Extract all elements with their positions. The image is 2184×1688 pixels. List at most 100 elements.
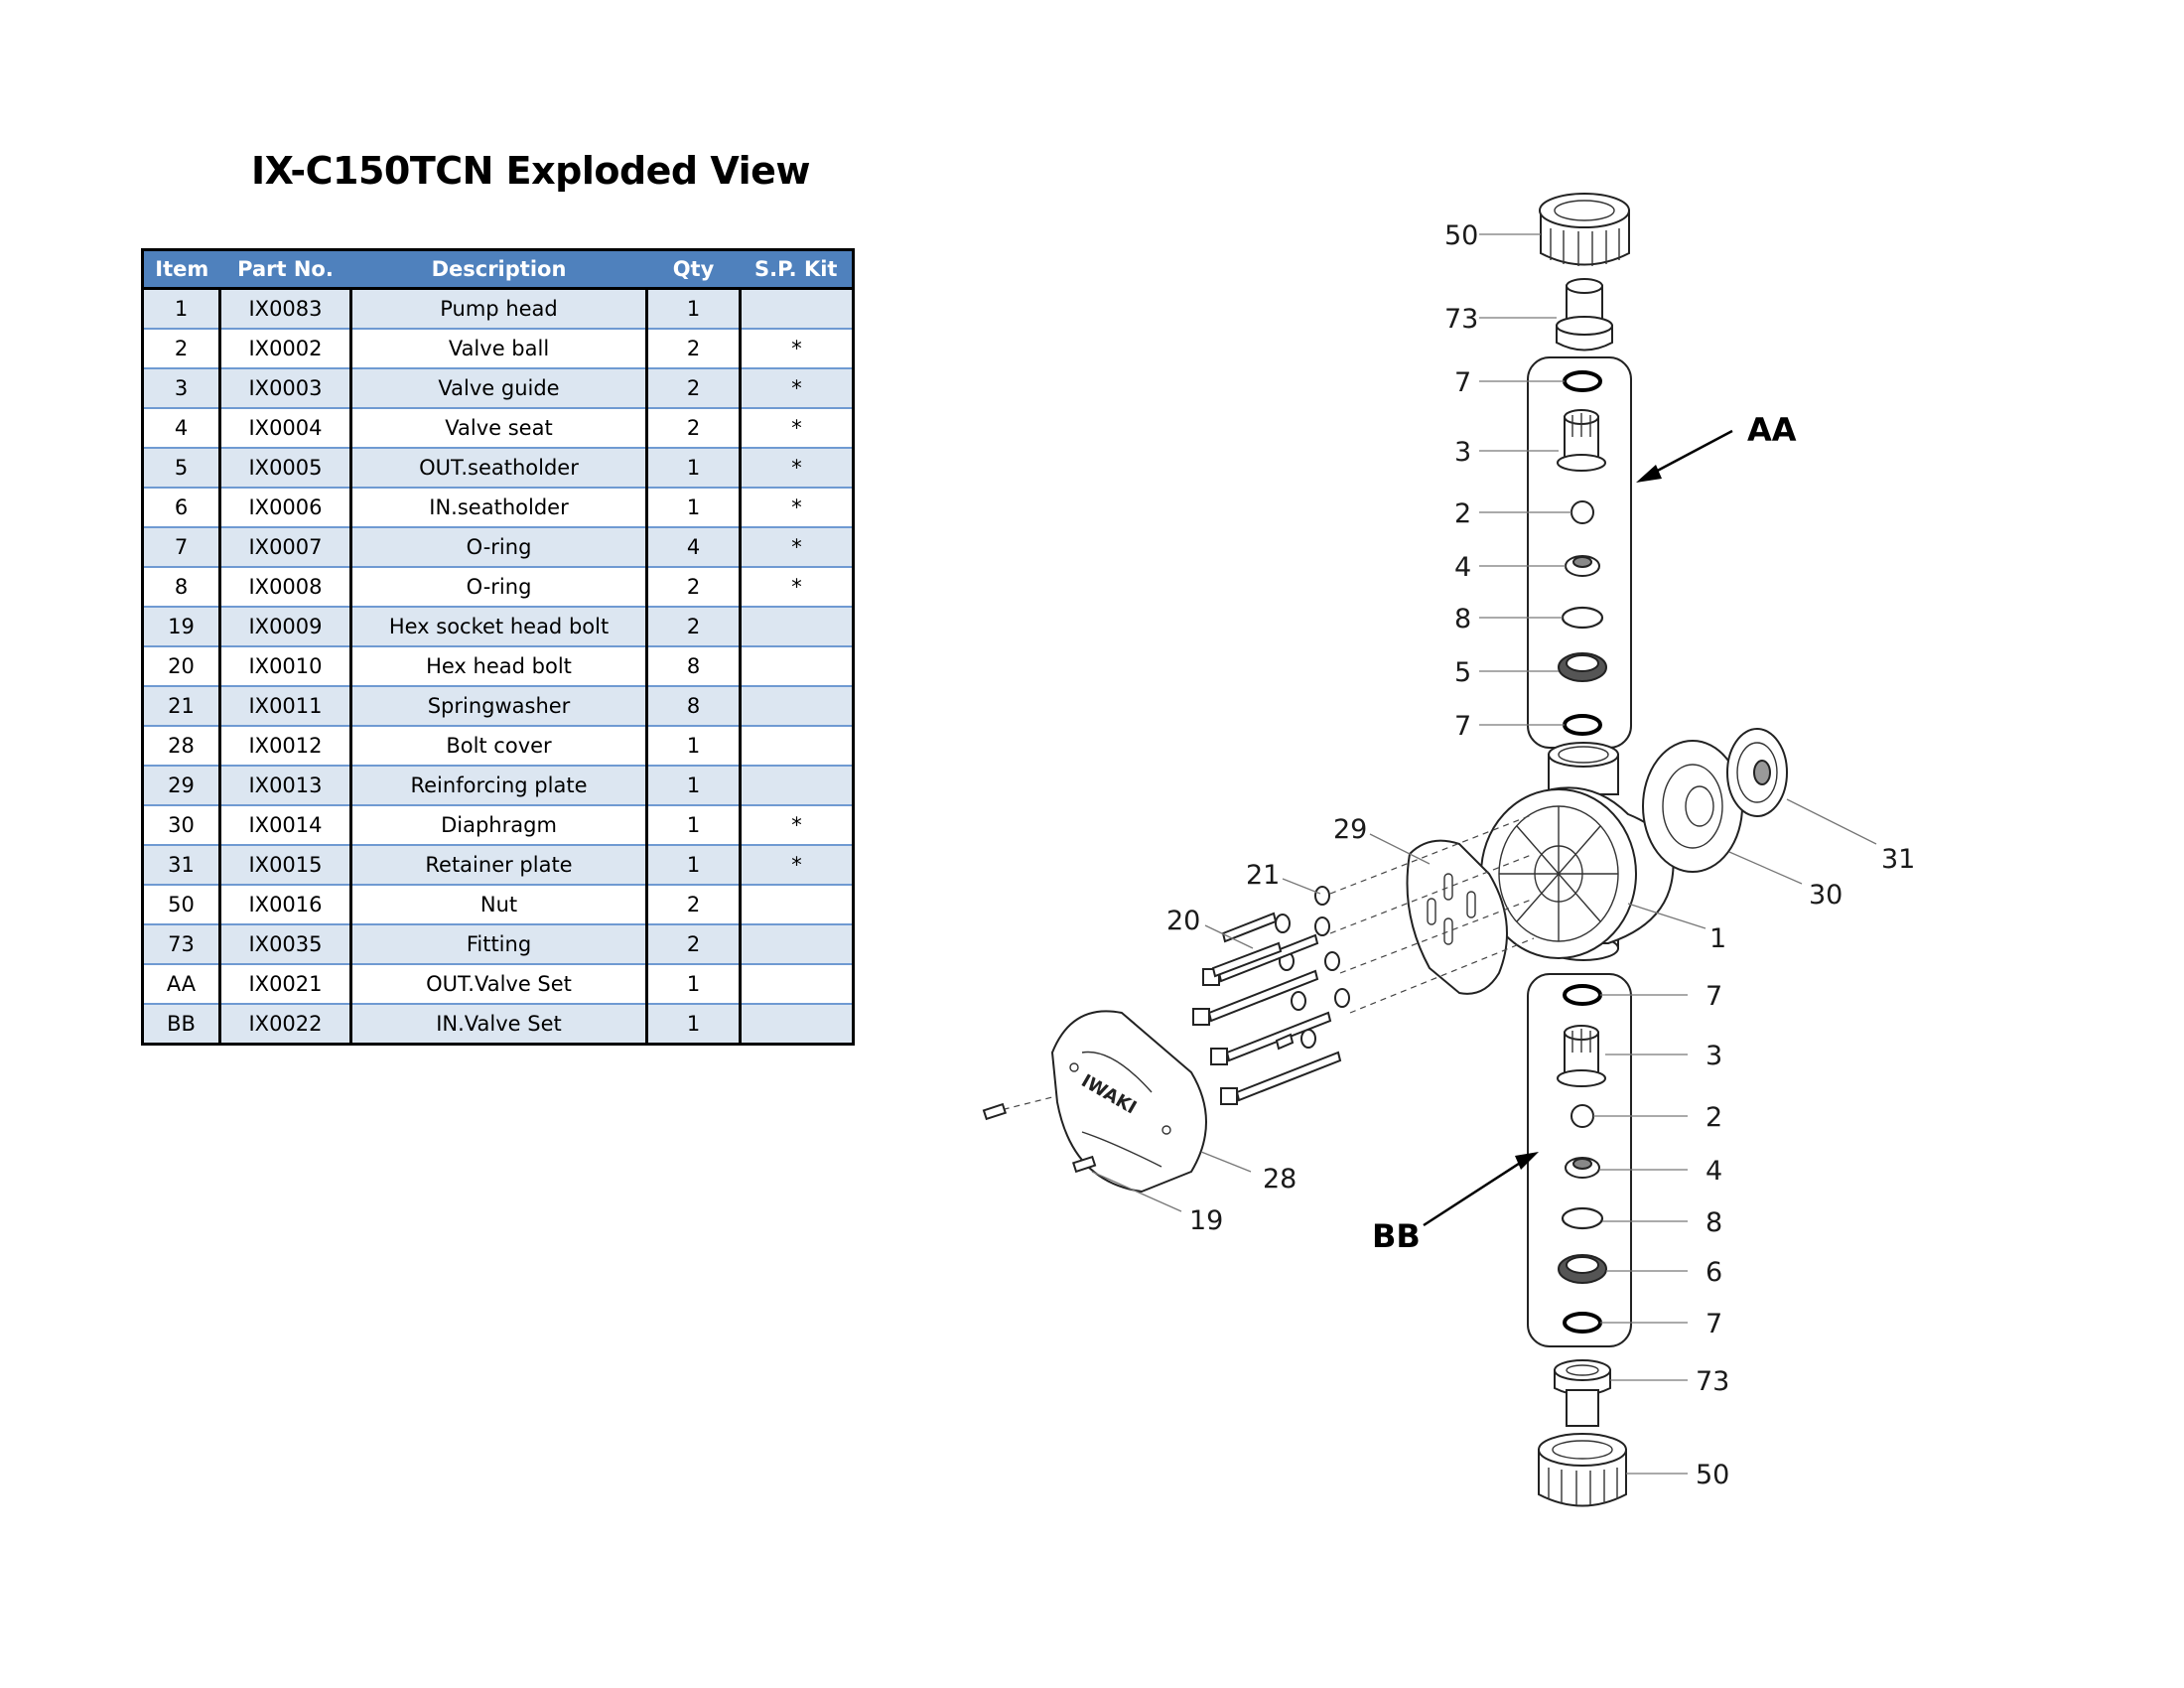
cell-sp-kit: *: [739, 566, 855, 608]
callout-bot-seat: 4: [1706, 1156, 1722, 1187]
cell-qty: 8: [645, 645, 742, 687]
cell-description: OUT.seatholder: [349, 447, 648, 489]
cell-part-no: IX0009: [218, 606, 352, 647]
cell-item: 1: [141, 287, 221, 330]
top-valve-seat: [1565, 555, 1600, 577]
cell-part-no: IX0015: [218, 844, 352, 886]
top-valve-ball: [1570, 500, 1594, 524]
top-oring-b: [1561, 606, 1604, 630]
cell-part-no: IX0014: [218, 804, 352, 846]
retainer-plate: [1726, 728, 1788, 817]
cell-description: O-ring: [349, 526, 648, 568]
bot-valve-guide: [1557, 1025, 1606, 1087]
cell-description: Valve ball: [349, 328, 648, 369]
cell-sp-kit: [739, 884, 855, 925]
cell-part-no: IX0011: [218, 685, 352, 727]
cell-qty: 2: [645, 606, 742, 647]
cell-sp-kit: [739, 606, 855, 647]
callout-top-guide: 3: [1454, 437, 1471, 468]
cell-description: Bolt cover: [349, 725, 648, 767]
callout-top-nut: 50: [1444, 220, 1478, 251]
cell-qty: 2: [645, 923, 742, 965]
callout-bot-nut: 50: [1696, 1460, 1729, 1490]
bot-oring-b: [1561, 1206, 1604, 1230]
cell-part-no: IX0022: [218, 1003, 352, 1046]
cell-sp-kit: *: [739, 487, 855, 528]
cell-description: Hex head bolt: [349, 645, 648, 687]
cell-sp-kit: *: [739, 407, 855, 449]
cell-sp-kit: *: [739, 328, 855, 369]
cell-description: Valve guide: [349, 367, 648, 409]
label-out-valve-set: AA: [1747, 411, 1797, 449]
cell-qty: 2: [645, 566, 742, 608]
header-item: Item: [142, 249, 220, 290]
parts-table: Item Part No. Description Qty S.P. Kit 1…: [141, 248, 855, 1046]
cell-description: Springwasher: [349, 685, 648, 727]
pump-head: [1480, 742, 1675, 961]
cell-qty: 1: [645, 963, 742, 1005]
header-part-no: Part No.: [219, 249, 351, 290]
callout-top-seatholder: 5: [1454, 657, 1471, 688]
reinforcing-plate: [1406, 839, 1508, 995]
cell-description: IN.seatholder: [349, 487, 648, 528]
cell-sp-kit: [739, 287, 855, 330]
cell-sp-kit: [739, 1003, 855, 1046]
cell-description: Valve seat: [349, 407, 648, 449]
cell-item: AA: [141, 963, 221, 1005]
cell-description: Hex socket head bolt: [349, 606, 648, 647]
callout-top-oring-a: 7: [1454, 367, 1471, 398]
cell-item: 5: [141, 447, 221, 489]
cell-description: Fitting: [349, 923, 648, 965]
cell-part-no: IX0008: [218, 566, 352, 608]
callout-bot-oring-a: 7: [1706, 981, 1722, 1012]
cell-qty: 8: [645, 685, 742, 727]
cell-item: 31: [141, 844, 221, 886]
cell-item: 8: [141, 566, 221, 608]
callout-bot-ball: 2: [1706, 1102, 1722, 1133]
callout-cover: 28: [1263, 1164, 1297, 1195]
set-arrows: [1423, 429, 1733, 1227]
top-fitting: [1556, 278, 1613, 352]
cell-part-no: IX0003: [218, 367, 352, 409]
cell-part-no: IX0010: [218, 645, 352, 687]
cell-part-no: IX0004: [218, 407, 352, 449]
cell-qty: 1: [645, 447, 742, 489]
callout-bot-guide: 3: [1706, 1041, 1722, 1071]
cell-part-no: IX0005: [218, 447, 352, 489]
spring-washers: [1275, 886, 1350, 1049]
cell-description: Diaphragm: [349, 804, 648, 846]
cell-qty: 1: [645, 765, 742, 806]
cell-part-no: IX0016: [218, 884, 352, 925]
table-header-row: Item Part No. Description Qty S.P. Kit: [142, 249, 854, 290]
callout-bolt: 20: [1166, 906, 1200, 936]
bot-oring-a: [1563, 984, 1602, 1006]
cell-sp-kit: *: [739, 367, 855, 409]
cell-part-no: IX0007: [218, 526, 352, 568]
header-sp-kit: S.P. Kit: [740, 249, 854, 290]
cell-part-no: IX0021: [218, 963, 352, 1005]
cell-sp-kit: *: [739, 526, 855, 568]
callout-top-ball: 2: [1454, 498, 1471, 529]
callout-plate: 29: [1333, 814, 1367, 845]
cell-item: 19: [141, 606, 221, 647]
cell-sp-kit: [739, 963, 855, 1005]
cell-description: Reinforcing plate: [349, 765, 648, 806]
cell-qty: 2: [645, 367, 742, 409]
callout-top-seat: 4: [1454, 552, 1471, 583]
callout-bot-oring-c: 7: [1706, 1309, 1722, 1339]
cell-description: OUT.Valve Set: [349, 963, 648, 1005]
cell-qty: 1: [645, 487, 742, 528]
cell-qty: 2: [645, 407, 742, 449]
cell-description: Pump head: [349, 287, 648, 330]
